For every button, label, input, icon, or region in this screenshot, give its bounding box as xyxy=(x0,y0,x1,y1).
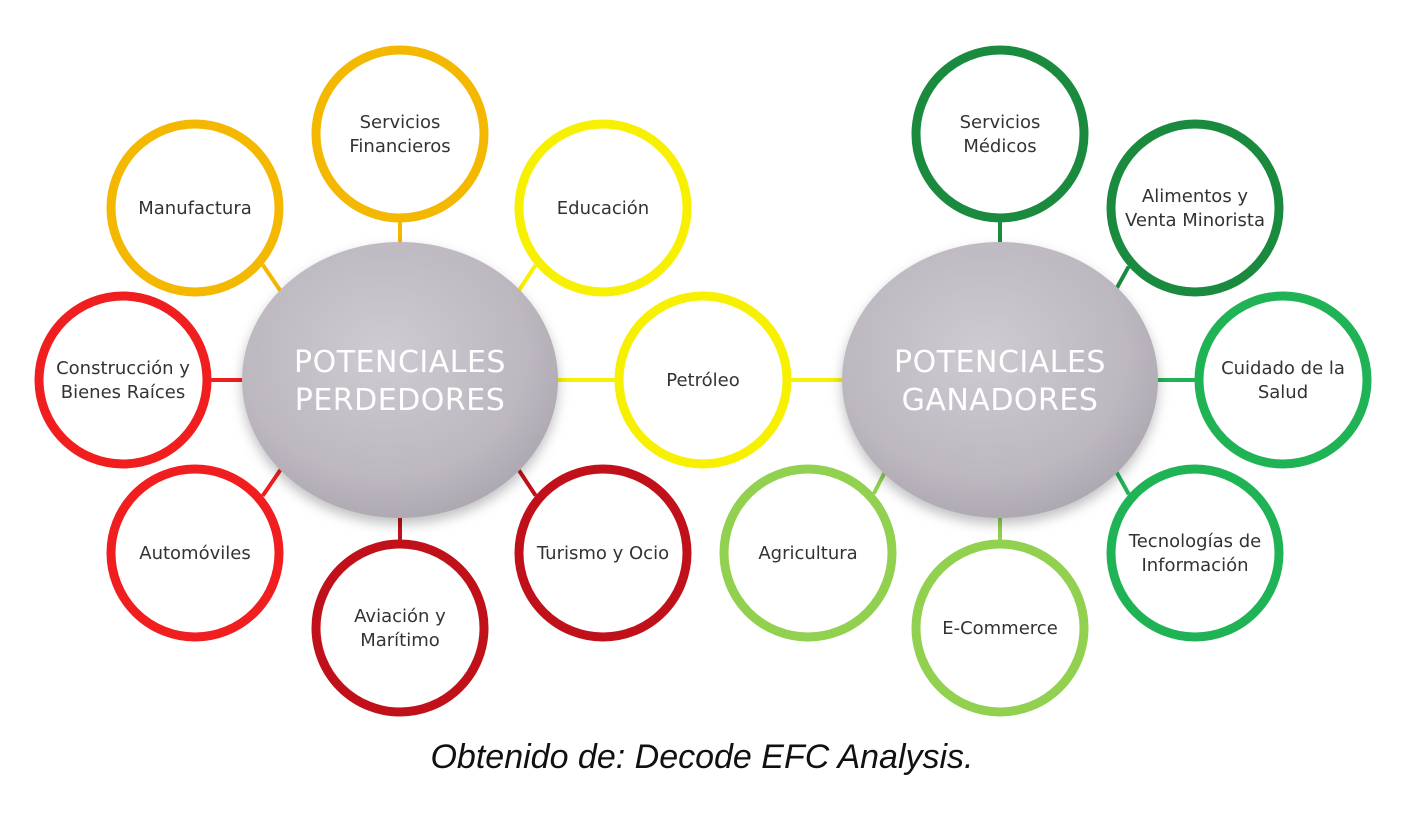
node-tecnologias-label: Tecnologías de xyxy=(1128,531,1261,552)
node-servicios-medicos-label: Servicios xyxy=(960,112,1041,133)
hubs: POTENCIALESPERDEDORESPOTENCIALESGANADORE… xyxy=(242,242,1158,518)
connector-automoviles xyxy=(260,465,285,498)
node-e-commerce: E-Commerce xyxy=(911,539,1089,717)
node-construccion-ring xyxy=(34,291,212,469)
node-educacion-label: Educación xyxy=(557,198,649,219)
connectors xyxy=(211,222,1195,540)
node-petroleo: Petróleo xyxy=(614,291,792,469)
node-e-commerce-ring xyxy=(911,539,1089,717)
node-tecnologias: Tecnologías de Información xyxy=(1106,464,1284,642)
node-e-commerce-label: E-Commerce xyxy=(942,618,1058,639)
node-servicios-medicos-label: Médicos xyxy=(963,136,1036,157)
node-aviacion-ring xyxy=(311,539,489,717)
node-construccion-label: Bienes Raíces xyxy=(61,382,186,403)
node-turismo: Turismo y Ocio xyxy=(514,464,692,642)
node-agricultura: Agricultura xyxy=(719,464,897,642)
node-servicios-financieros-ring xyxy=(311,45,489,223)
hub-left-label-line: PERDEDORES xyxy=(295,383,506,418)
connector-alimentos xyxy=(1113,265,1131,293)
node-tecnologias-ring xyxy=(1106,464,1284,642)
node-construccion: Construcción y Bienes Raíces xyxy=(34,291,212,469)
node-manufactura: Manufactura xyxy=(106,119,284,297)
node-educacion-ring xyxy=(514,119,692,297)
node-petroleo-ring xyxy=(614,291,792,469)
node-aviacion: Aviación y Marítimo xyxy=(311,539,489,717)
connector-tecnologias xyxy=(1112,467,1131,496)
node-agricultura-ring xyxy=(719,464,897,642)
source-caption: Obtenido de: Decode EFC Analysis. xyxy=(430,738,974,776)
node-cuidado-salud: Cuidado de la Salud xyxy=(1194,291,1372,469)
node-automoviles-ring xyxy=(106,464,284,642)
node-turismo-ring xyxy=(514,464,692,642)
hub-left-ellipse xyxy=(242,242,558,518)
node-cuidado-salud-ring xyxy=(1194,291,1372,469)
node-cuidado-salud-label: Salud xyxy=(1258,382,1308,403)
hub-right-ellipse xyxy=(842,242,1158,518)
node-automoviles-label: Automóviles xyxy=(139,543,250,564)
connector-turismo xyxy=(514,465,538,497)
node-aviacion-label: Marítimo xyxy=(360,630,440,651)
node-servicios-financieros-label: Financieros xyxy=(349,136,450,157)
node-cuidado-salud-label: Cuidado de la xyxy=(1221,358,1345,379)
hub-right-label-line: POTENCIALES xyxy=(894,345,1106,380)
node-automoviles: Automóviles xyxy=(106,464,284,642)
node-turismo-label: Turismo y Ocio xyxy=(536,543,669,564)
node-tecnologias-label: Información xyxy=(1141,555,1248,576)
node-manufactura-label: Manufactura xyxy=(138,198,252,219)
connector-educacion xyxy=(515,264,538,295)
hub-left-label-line: POTENCIALES xyxy=(294,345,506,380)
node-manufactura-ring xyxy=(106,119,284,297)
connector-manufactura xyxy=(261,263,285,296)
node-servicios-financieros-label: Servicios xyxy=(360,112,441,133)
node-agricultura-label: Agricultura xyxy=(758,543,857,564)
node-petroleo-label: Petróleo xyxy=(666,370,739,391)
node-alimentos-label: Venta Minorista xyxy=(1125,210,1265,231)
node-alimentos: Alimentos y Venta Minorista xyxy=(1106,119,1284,297)
node-aviacion-label: Aviación y xyxy=(354,606,446,627)
node-construccion-label: Construcción y xyxy=(56,358,190,379)
node-alimentos-label: Alimentos y xyxy=(1142,186,1249,207)
hub-right-label-line: GANADORES xyxy=(902,383,1099,418)
node-alimentos-ring xyxy=(1106,119,1284,297)
node-servicios-medicos-ring xyxy=(911,45,1089,223)
node-educacion: Educación xyxy=(514,119,692,297)
